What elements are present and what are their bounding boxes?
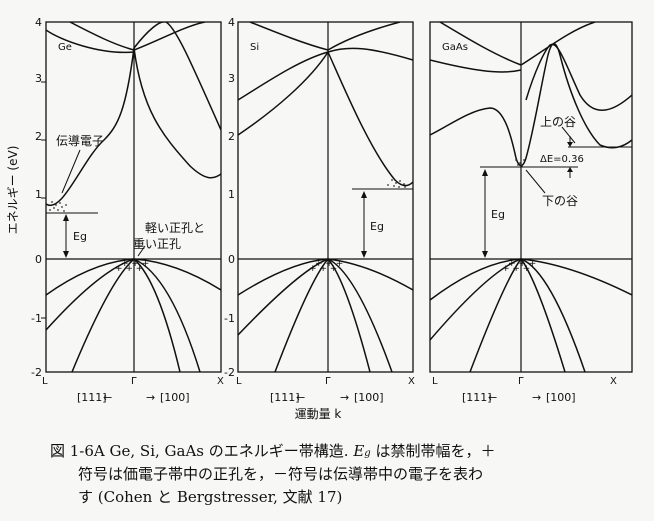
figure-number: 図 1-6A xyxy=(50,442,105,460)
panel-gaas-title: GaAs xyxy=(442,42,468,53)
y-tick-2: 2 xyxy=(35,130,42,143)
dir-111-ge: [111] xyxy=(77,391,107,404)
label-light-heavy-holes-2: 重い正孔 xyxy=(133,237,181,251)
caption-line-2: 符号は価電子帯中の正孔を，－符号は伝導帯中の電子を表わ xyxy=(78,465,484,483)
arrow-right-ge: → xyxy=(146,391,155,404)
label-light-heavy-holes-1: 軽い正孔と xyxy=(145,221,205,235)
dir-100-si: [100] xyxy=(354,391,384,404)
x-axis-label: 運動量 k xyxy=(295,407,342,421)
dir-100-ge: [100] xyxy=(160,391,190,404)
y-axis-label: エネルギー (eV) xyxy=(6,146,20,235)
y-tick-4: 4 xyxy=(228,16,235,29)
x-tick-l: L xyxy=(432,376,438,387)
x-tick-gamma: Γ xyxy=(131,376,137,387)
panel-si: + + ++ + + xyxy=(237,21,414,373)
svg-text:+ + +: + + + xyxy=(315,259,343,269)
label-conduction-electron: 伝導電子 xyxy=(56,134,104,148)
y-tick-neg2: -2 xyxy=(31,366,42,379)
label-eg-si: Eg xyxy=(370,220,384,233)
arrow-left-gaas: ← xyxy=(488,391,497,404)
arrow-left-si: ← xyxy=(296,391,305,404)
y-tick-3: 3 xyxy=(35,72,42,85)
svg-text:+ + +: + + + xyxy=(508,259,536,269)
dir-100-gaas: [100] xyxy=(546,391,576,404)
panel-ge: + + ++ + + xyxy=(41,21,222,373)
x-tick-l: L xyxy=(236,376,242,387)
arrow-left-ge: ← xyxy=(103,391,112,404)
label-upper-valley: 上の谷 xyxy=(540,115,576,129)
label-lower-valley: 下の谷 xyxy=(542,194,578,208)
x-tick-x: X xyxy=(217,376,224,387)
y-tick-4: 4 xyxy=(35,16,42,29)
caption-text-1a: Ge, Si, GaAs のエネルギー帯構造. xyxy=(104,442,349,460)
x-tick-l: L xyxy=(42,376,48,387)
arrow-right-si: → xyxy=(340,391,349,404)
y-tick-2: 2 xyxy=(228,130,235,143)
label-eg-gaas: Eg xyxy=(491,208,505,221)
svg-text:+ + +: + + + xyxy=(309,264,337,274)
y-tick-3: 3 xyxy=(228,72,235,85)
dir-111-gaas: [111] xyxy=(462,391,492,404)
panel-gaas: + + ++ + + xyxy=(429,21,633,373)
y-tick-neg1: -1 xyxy=(31,312,42,325)
label-eg-ge: Eg xyxy=(73,230,87,243)
y-tick-1: 1 xyxy=(35,188,42,201)
label-delta-e: ΔE=0.36 xyxy=(540,154,584,165)
band-structure-figure: 4 3 2 1 0 -1 -2 4 3 2 1 0 -1 -2 エネルギー (e… xyxy=(6,16,633,421)
panel-ge-title: Ge xyxy=(58,42,72,53)
y-tick-neg2: -2 xyxy=(224,366,235,379)
y-tick-0: 0 xyxy=(228,253,235,266)
caption-text-1b: は禁制帯幅を，＋ xyxy=(370,442,496,460)
y-tick-1: 1 xyxy=(228,188,235,201)
x-tick-x: X xyxy=(408,376,415,387)
svg-text:+ + +: + + + xyxy=(115,264,143,274)
x-tick-gamma: Γ xyxy=(518,376,524,387)
eg-symbol: Eg xyxy=(353,442,371,460)
panel-si-title: Si xyxy=(250,42,259,53)
arrow-right-gaas: → xyxy=(532,391,541,404)
y-tick-neg1: -1 xyxy=(224,312,235,325)
svg-text:+ + +: + + + xyxy=(502,264,530,274)
x-tick-gamma: Γ xyxy=(325,376,331,387)
caption-line-3: す (Cohen と Bergstresser, 文献 17) xyxy=(78,488,343,506)
x-tick-x: X xyxy=(610,376,617,387)
y-tick-0: 0 xyxy=(35,253,42,266)
svg-text:+ + +: + + + xyxy=(121,259,149,269)
dir-111-si: [111] xyxy=(270,391,300,404)
caption-line-1: 図 1-6A Ge, Si, GaAs のエネルギー帯構造. Eg は禁制帯幅を… xyxy=(50,440,495,461)
